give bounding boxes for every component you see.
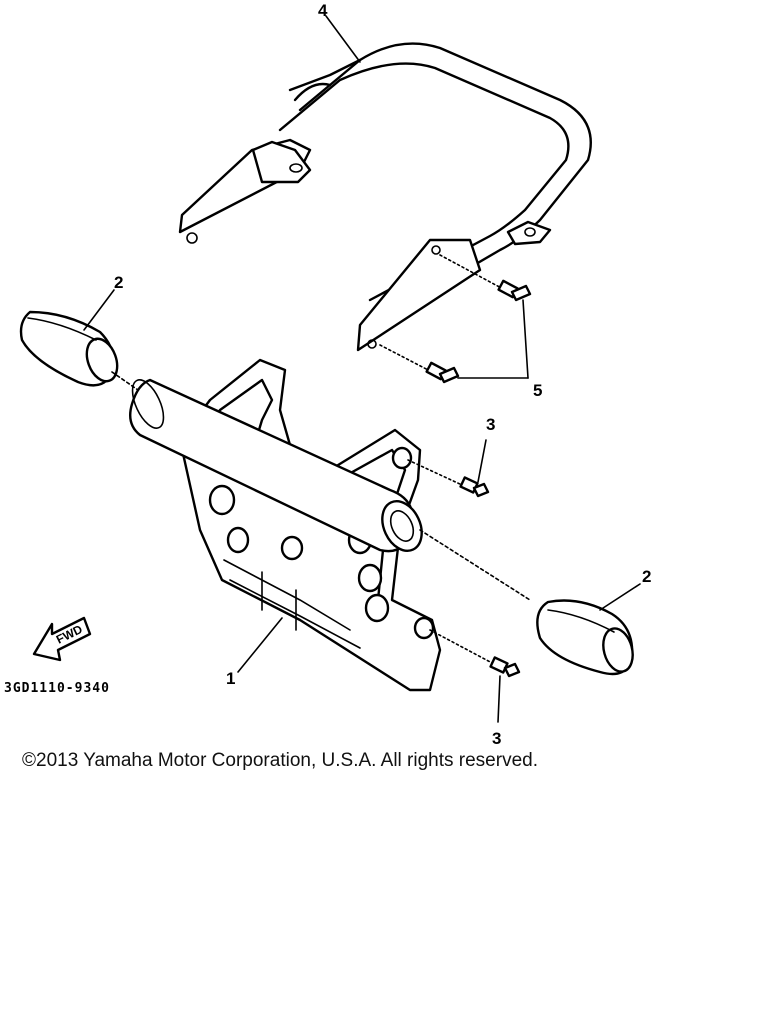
callout-1: 1 [226,669,235,688]
bolts-part-3 [407,439,521,723]
guard-part-1 [129,358,531,692]
callout-2-left: 2 [114,273,123,292]
callout-3-upper: 3 [486,415,495,434]
bolts-part-5 [379,254,532,384]
part-code: 3GD1110-9340 [4,681,110,696]
callout-5: 5 [533,381,542,400]
bracket-part-4 [178,42,592,352]
fwd-arrow-icon: FWD [32,616,92,662]
end-cap-right-part-2 [536,583,641,676]
copyright-notice: ©2013 Yamaha Motor Corporation, U.S.A. A… [22,750,538,771]
callout-3-lower: 3 [492,729,501,748]
parts-diagram: FWD 4 2 5 3 2 1 3 3GD1110-9340 [4,1,651,748]
leader-2-left [83,289,115,331]
end-cap-left-part-2 [19,310,139,391]
callout-2-right: 2 [642,567,651,586]
callout-4: 4 [318,1,328,20]
leader-4 [325,15,361,63]
